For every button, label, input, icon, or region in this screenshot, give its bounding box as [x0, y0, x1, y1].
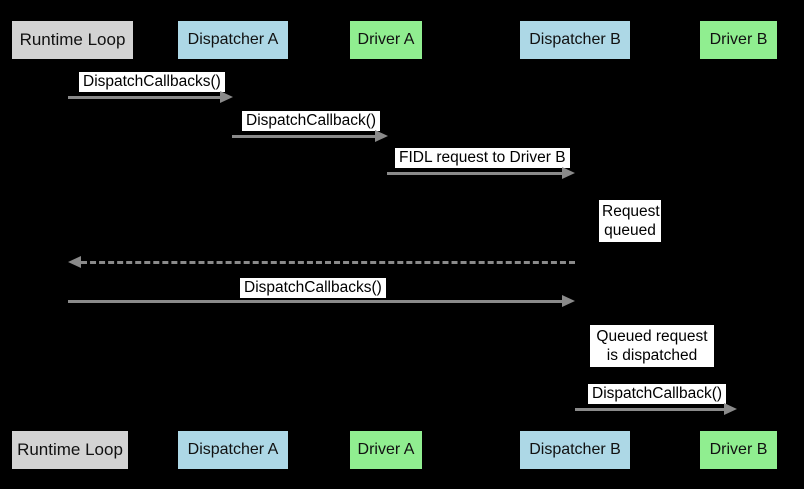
arrowhead-icon: [562, 167, 575, 179]
actor-dispatcher-a-top: Dispatcher A: [178, 21, 288, 59]
arrowhead-icon: [220, 91, 233, 103]
actor-dispatcher-b-bottom: Dispatcher B: [520, 431, 630, 469]
message-label-dispatch-callbacks-2: DispatchCallbacks(): [240, 278, 386, 298]
arrow-dispatcher-a-to-driver-a: [232, 130, 388, 142]
arrow-runtime-to-dispatcher-b: [68, 295, 575, 307]
message-label-dispatch-callback-2: DispatchCallback(): [588, 384, 727, 404]
arrow-dispatcher-b-to-driver-b: [575, 403, 737, 415]
actor-runtime-loop-bottom: Runtime Loop: [12, 431, 128, 469]
arrowhead-icon: [68, 256, 81, 268]
actor-runtime-loop-top: Runtime Loop: [12, 21, 133, 59]
actor-driver-a-bottom: Driver A: [350, 431, 422, 469]
arrowhead-icon: [724, 403, 737, 415]
actor-driver-b-top: Driver B: [700, 21, 777, 59]
note-request-queued: Request queued: [599, 200, 661, 242]
actor-dispatcher-b-top: Dispatcher B: [520, 21, 630, 59]
message-label-dispatch-callback-1: DispatchCallback(): [242, 111, 381, 131]
message-label-dispatch-callbacks-1: DispatchCallbacks(): [79, 72, 225, 92]
actor-driver-b-bottom: Driver B: [700, 431, 777, 469]
arrowhead-icon: [562, 295, 575, 307]
message-label-fidl-request: FIDL request to Driver B: [395, 148, 570, 168]
arrow-driver-a-to-dispatcher-b: [387, 167, 575, 179]
actor-dispatcher-a-bottom: Dispatcher A: [178, 431, 288, 469]
arrow-dashed-return-to-runtime: [68, 256, 575, 268]
arrowhead-icon: [375, 130, 388, 142]
arrow-runtime-to-dispatcher-a: [68, 91, 233, 103]
note-queued-request-dispatched: Queued request is dispatched: [590, 325, 714, 367]
actor-driver-a-top: Driver A: [350, 21, 422, 59]
